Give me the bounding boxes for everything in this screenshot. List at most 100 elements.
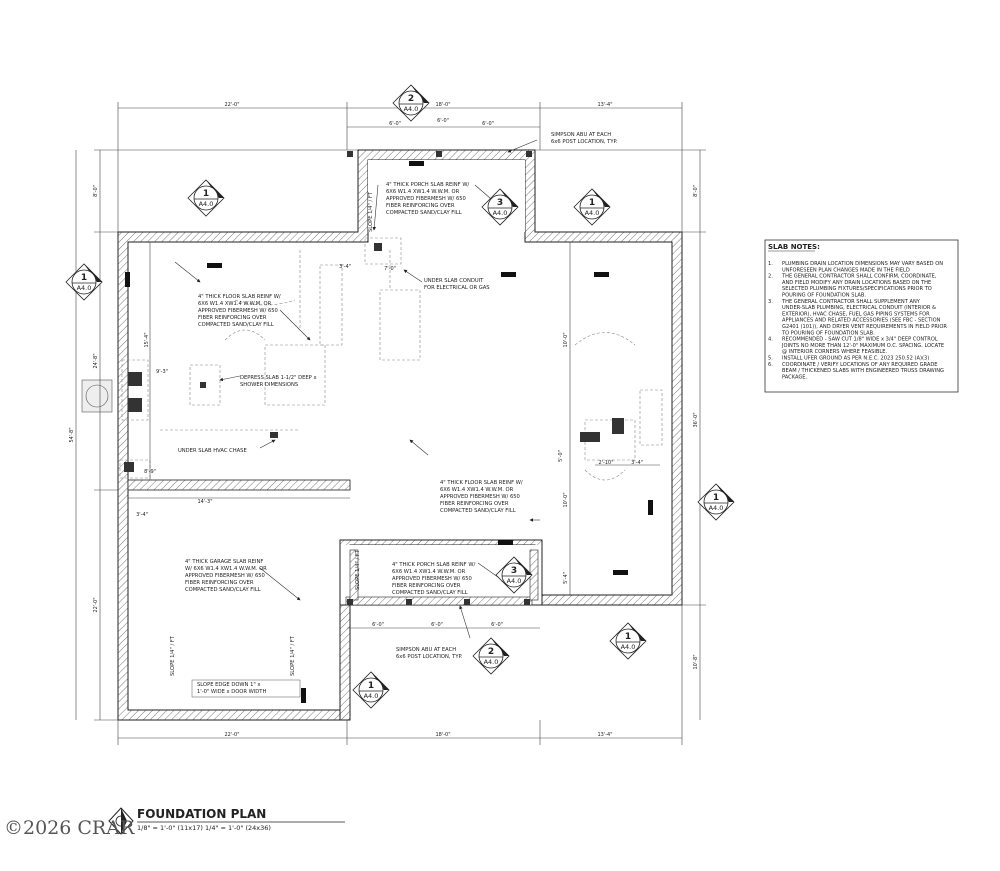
- slab-note-line: JOINTS NO MORE THAN 12'-0" MAXIMUM O.C. …: [781, 343, 944, 349]
- plan-title: FOUNDATION PLAN: [137, 807, 266, 821]
- note-garage-line-3: APPROVED FIBERMESH W/ 650: [185, 573, 265, 579]
- dim-bottom-3: 13'-4": [597, 732, 612, 738]
- dim-misc-8: 10'-0": [563, 332, 569, 347]
- note-porch-bottom-line-4: FIBER REINFORCING OVER: [392, 583, 461, 589]
- hvac-unit: [81, 379, 113, 413]
- note-floor-left: 4" THICK FLOOR SLAB REINF W/ 6X6 W1.4 XW…: [198, 294, 281, 328]
- callout-sheet: A4.0: [364, 692, 379, 700]
- dim-misc-7: 7'-0": [384, 266, 396, 272]
- note-leaders: [174, 139, 540, 639]
- callout-number: 1: [625, 632, 631, 642]
- dim-right-2: 36'-0": [693, 412, 699, 427]
- slab-notes-box: SLAB NOTES: 1.PLUMBING DRAIN LOCATION DI…: [764, 239, 959, 393]
- dim-misc-3: 14'-3": [197, 499, 212, 505]
- slab-note-line: G2401 (101)), AND DRYER VENT REQUIREMENT…: [782, 324, 947, 330]
- note-depress-line-2: SHOWER DIMENSIONS: [240, 382, 298, 388]
- dim-misc-5: 8'-9": [144, 469, 156, 475]
- callout-number: 1: [713, 493, 719, 503]
- plan-scale: 1/8" = 1'-0" (11x17) 1/4" = 1'-0" (24x36…: [137, 824, 271, 832]
- note-porch-top-line-4: FIBER REINFORCING OVER: [386, 203, 455, 209]
- note-floor-center-line-1: 4" THICK FLOOR SLAB REINF W/: [440, 480, 523, 486]
- note-garage-line-1: 4" THICK GARAGE SLAB REINF: [185, 559, 263, 565]
- callout-number: 1: [203, 189, 209, 199]
- note-simpson-bottom: SIMPSON ABU AT EACH 6x6 POST LOCATION, T…: [396, 647, 463, 660]
- callout-sheet: A4.0: [585, 209, 600, 217]
- note-porch-top-line-3: APPROVED FIBERMESH W/ 650: [386, 196, 466, 202]
- slab-note-line: THE GENERAL CONTRACTOR SHALL CONFIRM, CO…: [781, 274, 937, 280]
- dim-misc-13: 5'-0": [558, 450, 564, 462]
- note-slope-garage-right: SLOPE 1/4" / FT: [290, 635, 296, 676]
- slab-note-number: 3.: [768, 299, 773, 305]
- slab-note-number: 5.: [768, 356, 773, 362]
- note-conduit-line-1: UNDER SLAB CONDUIT: [424, 278, 484, 284]
- dim-left-3: 22'-0": [93, 597, 99, 612]
- note-floor-left-line-2: 6X6 W1.4 XW1.4 W.W.M. OR: [198, 301, 272, 307]
- note-conduit-line-2: FOR ELECTRICAL OR GAS: [424, 285, 490, 291]
- note-hvac: UNDER SLAB HVAC CHASE: [178, 448, 247, 454]
- section-callout: 3A4.0: [495, 556, 533, 594]
- dim-misc-1: 15'-4": [144, 332, 150, 347]
- callout-number: 1: [81, 273, 87, 283]
- note-slope-porch-top: SLOPE 1/4" / FT: [368, 191, 374, 232]
- section-callout: 1A4.0: [352, 671, 390, 709]
- dim-porch-top-3: 6'-0": [482, 121, 494, 127]
- callout-number: 2: [488, 647, 494, 657]
- slab-note-line: POURING OF FOUNDATION SLAB.: [782, 293, 866, 299]
- slab-note-number: 1.: [768, 261, 773, 267]
- section-callout: 2A4.0: [392, 84, 430, 122]
- slope-edge-box: [191, 679, 301, 698]
- note-garage-line-5: COMPACTED SAND/CLAY FILL: [185, 587, 261, 593]
- dimension-lines: [75, 102, 706, 745]
- slab-note-number: 6.: [768, 362, 773, 368]
- callout-number: 2: [408, 94, 414, 104]
- section-callout: 1A4.0: [65, 263, 103, 301]
- note-depress-line-1: DEPRESS SLAB 1-1/2" DEEP x: [240, 375, 317, 381]
- note-garage-line-4: FIBER REINFORCING OVER: [185, 580, 254, 586]
- note-simpson-top-line-1: SIMPSON ABU AT EACH: [551, 132, 611, 138]
- note-simpson-bottom-line-2: 6x6 POST LOCATION, TYP.: [396, 654, 463, 660]
- section-callout: 3A4.0: [481, 188, 519, 226]
- dim-porch-top-1: 6'-0": [389, 121, 401, 127]
- callout-number: 1: [589, 198, 595, 208]
- slab-note-line: COORDINATE / VERIFY LOCATIONS OF ANY REQ…: [782, 362, 938, 368]
- note-floor-center-line-3: APPROVED FIBERMESH W/ 650: [440, 494, 520, 500]
- note-floor-center-line-4: FIBER REINFORCING OVER: [440, 501, 509, 507]
- dim-top-3: 13'-4": [597, 102, 612, 108]
- note-garage: 4" THICK GARAGE SLAB REINF W/ 6X6 W1.4 X…: [185, 559, 267, 593]
- callout-sheet: A4.0: [484, 658, 499, 666]
- copyright-watermark: ©2026 CRAR: [4, 817, 135, 839]
- note-porch-bottom-line-1: 4" THICK PORCH SLAB REINF W/: [392, 562, 475, 568]
- callout-sheet: A4.0: [199, 200, 214, 208]
- plan-notes: SIMPSON ABU AT EACH 6x6 POST LOCATION, T…: [170, 132, 618, 695]
- dim-misc-11: 2'-10": [598, 460, 613, 466]
- slab-note-line: APPLIANCES AND RELATED ACCESSORIES (SEE …: [782, 318, 941, 324]
- slab-note-line: AND FIELD MODIFY ANY DRAIN LOCATIONS BAS…: [782, 280, 931, 286]
- interior-fixture-outlines: [119, 237, 663, 481]
- dim-misc-9: 10'-0": [563, 492, 569, 507]
- dim-porch-top-2: 6'-0": [437, 118, 449, 124]
- note-porch-bottom: 4" THICK PORCH SLAB REINF W/ 6X6 W1.4 XW…: [392, 562, 475, 596]
- note-depress: DEPRESS SLAB 1-1/2" DEEP x SHOWER DIMENS…: [240, 375, 317, 388]
- dim-porch-bottom-3: 6'-0": [491, 622, 503, 628]
- note-floor-center-line-5: COMPACTED SAND/CLAY FILL: [440, 508, 516, 514]
- slab-note-number: 2.: [768, 274, 773, 280]
- note-simpson-top-line-2: 6x6 POST LOCATION, TYP.: [551, 139, 618, 145]
- note-floor-left-line-3: APPROVED FIBERMESH W/ 650: [198, 308, 278, 314]
- slab-note-line: BEAM / THICKENED SLABS WITH ENGINEERED T…: [782, 368, 944, 374]
- dim-misc-12: 3'-4": [631, 460, 643, 466]
- section-callout: 1A4.0: [187, 179, 225, 217]
- slab-note-line: THE GENERAL CONTRACTOR SHALL SUPPLEMENT …: [781, 299, 921, 305]
- note-simpson-top: SIMPSON ABU AT EACH 6x6 POST LOCATION, T…: [551, 132, 618, 145]
- slab-note-line: PACKAGE.: [782, 374, 808, 380]
- note-porch-bottom-line-3: APPROVED FIBERMESH W/ 650: [392, 576, 472, 582]
- note-floor-center: 4" THICK FLOOR SLAB REINF W/ 6X6 W1.4 XW…: [440, 480, 523, 514]
- dim-porch-bottom-1: 6'-0": [372, 622, 384, 628]
- dim-misc-10: 5'-4": [563, 572, 569, 584]
- dim-right-3: 10'-8": [693, 654, 699, 669]
- note-slope-garage-left: SLOPE 1/4" / FT: [170, 635, 176, 676]
- note-porch-bottom-line-5: COMPACTED SAND/CLAY FILL: [392, 590, 468, 596]
- callout-number: 3: [511, 566, 517, 576]
- callout-number: 1: [368, 681, 374, 691]
